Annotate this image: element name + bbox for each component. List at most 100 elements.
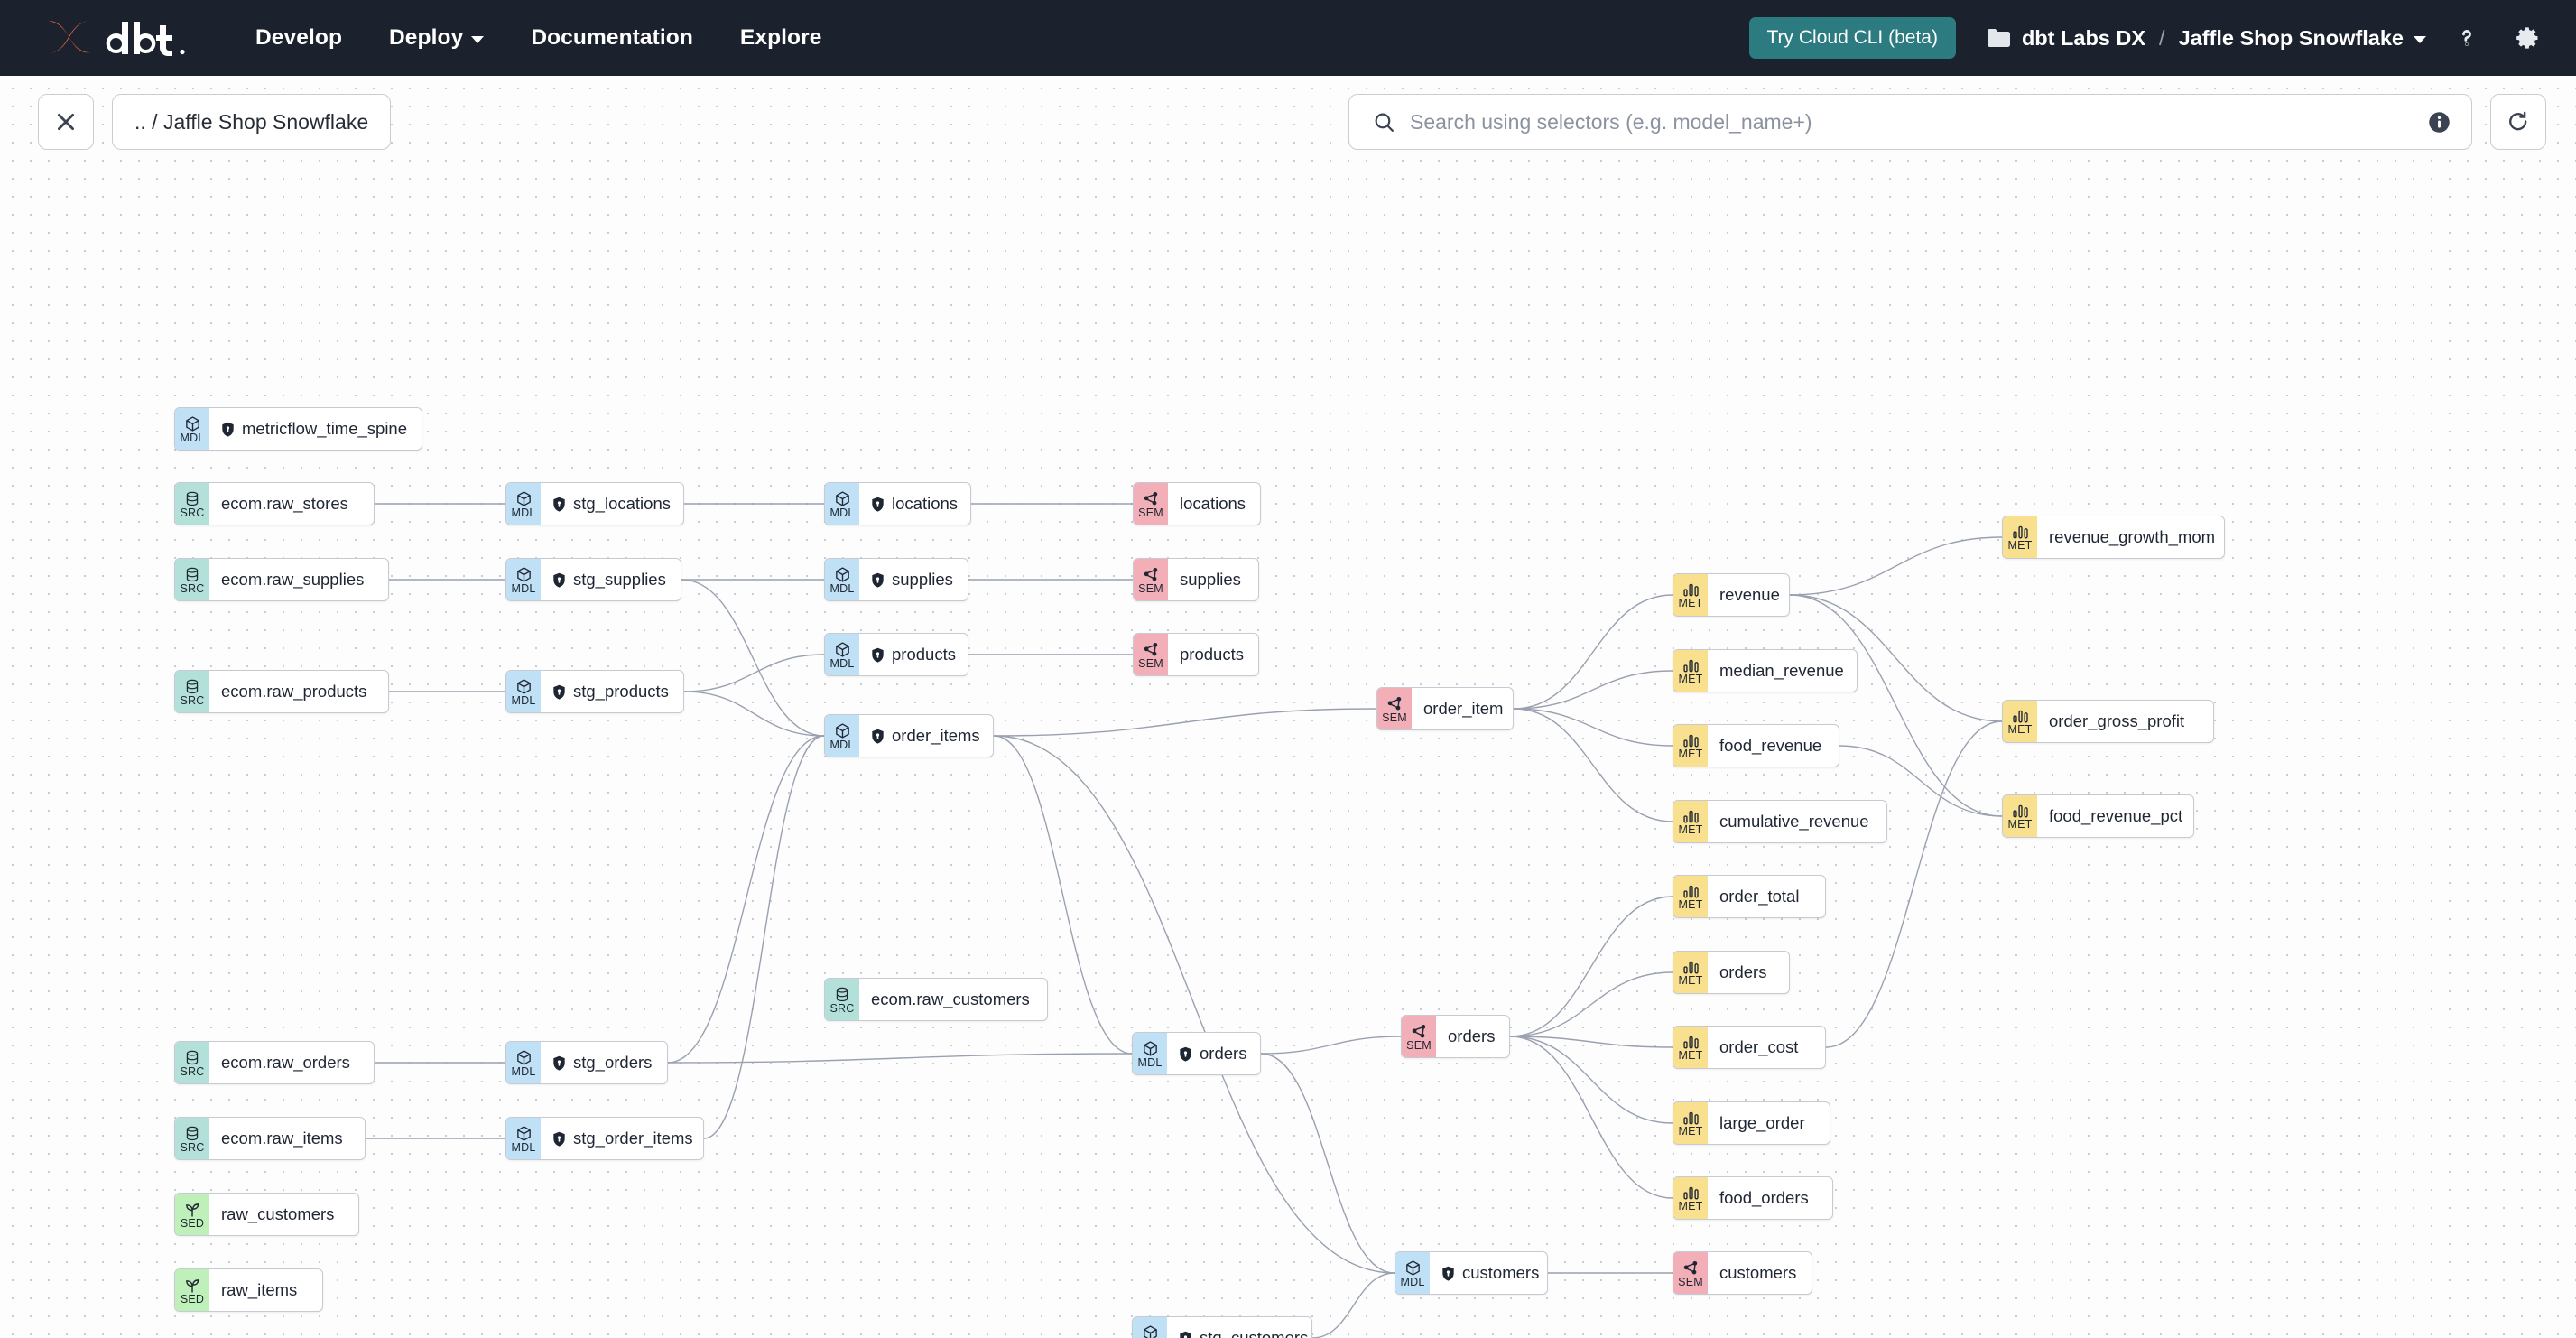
nav-item-develop[interactable]: Develop xyxy=(232,16,366,60)
info-icon[interactable] xyxy=(2427,110,2451,135)
node-type-badge-src: SRC xyxy=(175,483,209,525)
node-type-badge-sem: SEM xyxy=(1134,634,1168,675)
node-body: supplies xyxy=(1168,559,1255,600)
node-type-label: MDL xyxy=(829,582,855,595)
node-type-label: MDL xyxy=(829,506,855,519)
node-body: ecom.raw_items xyxy=(209,1118,357,1159)
lineage-edge xyxy=(683,691,825,737)
node-label: raw_items xyxy=(221,1280,298,1299)
node-type-label: SRC xyxy=(180,1141,205,1154)
question-mark-icon xyxy=(2462,30,2471,46)
node-type-label: SEM xyxy=(1138,582,1163,595)
node-type-badge-src: SRC xyxy=(175,559,209,600)
account-name[interactable]: dbt Labs DX xyxy=(2021,25,2146,50)
lineage-edge xyxy=(1789,594,2003,817)
search-input[interactable] xyxy=(1410,109,2427,135)
node-type-badge-met: MET xyxy=(2003,516,2037,558)
node-type-label: SEM xyxy=(1382,711,1407,724)
node-label: order_total xyxy=(1719,887,1800,906)
refresh-button[interactable] xyxy=(2490,94,2546,150)
lineage-node-ecom-raw-items[interactable]: SRC ecom.raw_items xyxy=(174,1117,366,1160)
node-type-badge-sem: SEM xyxy=(1377,688,1412,729)
node-body: supplies xyxy=(859,559,967,600)
contract-shield-icon xyxy=(872,729,884,744)
node-type-badge-src: SRC xyxy=(175,1042,209,1083)
node-type-label: SEM xyxy=(1138,506,1163,519)
node-label: stg_customers xyxy=(1200,1328,1309,1338)
node-type-badge-mdl: MDL xyxy=(825,715,859,757)
lineage-edge xyxy=(1513,708,1673,822)
node-type-badge-met: MET xyxy=(1673,1102,1708,1144)
lineage-edge xyxy=(993,735,1395,1274)
breadcrumb-button[interactable]: .. / Jaffle Shop Snowflake xyxy=(112,94,392,150)
node-body: revenue xyxy=(1708,574,1793,616)
search-bar[interactable] xyxy=(1348,94,2472,150)
node-label: food_revenue xyxy=(1719,736,1822,755)
node-type-badge-met: MET xyxy=(1673,574,1708,616)
node-label: supplies xyxy=(892,570,953,589)
node-label: order_item xyxy=(1423,699,1504,718)
try-cloud-cli-button[interactable]: Try Cloud CLI (beta) xyxy=(1748,17,1956,59)
lineage-node-sem-supplies[interactable]: SEM supplies xyxy=(1133,558,1259,601)
help-button[interactable] xyxy=(2446,17,2488,59)
settings-button[interactable] xyxy=(2507,17,2549,59)
refresh-icon xyxy=(2509,111,2527,131)
close-lineage-button[interactable] xyxy=(38,94,94,150)
lineage-edge xyxy=(1839,745,2003,817)
node-body: order_cost xyxy=(1708,1027,1812,1068)
node-body: cumulative_revenue xyxy=(1708,801,1883,842)
contract-shield-icon xyxy=(1180,1046,1191,1062)
node-type-badge-mdl: MDL xyxy=(825,559,859,600)
nav-item-deploy[interactable]: Deploy xyxy=(366,16,507,60)
project-selector[interactable]: Jaffle Shop Snowflake xyxy=(2179,26,2426,51)
nav-item-documentation[interactable]: Documentation xyxy=(507,16,717,60)
node-type-label: MET xyxy=(1678,974,1703,987)
node-type-badge-met: MET xyxy=(2003,795,2037,837)
node-label: ecom.raw_orders xyxy=(221,1053,350,1072)
dbt-logo[interactable] xyxy=(43,17,189,59)
node-label: orders xyxy=(1200,1044,1247,1063)
lineage-node-ecom-raw-orders[interactable]: SRC ecom.raw_orders xyxy=(174,1041,375,1084)
node-type-badge-sem: SEM xyxy=(1673,1252,1708,1294)
node-body: order_items xyxy=(859,715,994,757)
nav-item-explore[interactable]: Explore xyxy=(717,16,846,60)
lineage-node-supplies[interactable]: MDL supplies xyxy=(824,558,968,601)
lineage-node-sem-order-item[interactable]: SEM order_item xyxy=(1376,687,1514,730)
lineage-node-orders[interactable]: MDL orders xyxy=(1132,1032,1261,1075)
node-type-label: MDL xyxy=(1137,1056,1163,1069)
